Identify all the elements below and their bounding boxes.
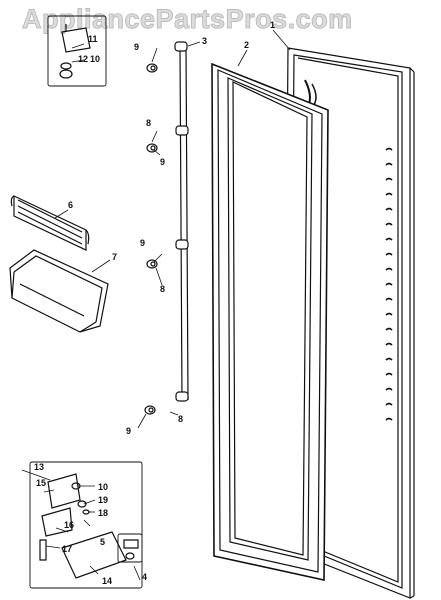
callout-8-upper: 8 [146, 118, 151, 128]
callout-7: 7 [112, 252, 117, 262]
hinge-bracket-small [118, 534, 142, 562]
callout-3: 3 [202, 36, 207, 46]
callout-8-lower: 8 [178, 414, 183, 424]
bottom-hinge-inset [30, 462, 142, 588]
callout-8-middle: 8 [160, 284, 165, 294]
leader-lines [22, 30, 290, 580]
callout-5: 5 [100, 537, 105, 547]
callout-10-top: 10 [90, 54, 100, 64]
callout-13: 13 [34, 462, 44, 472]
callout-12: 12 [78, 54, 88, 64]
handle-screws [145, 64, 157, 414]
callout-9-lower: 9 [126, 426, 131, 436]
handle-rod [175, 42, 188, 401]
callout-11: 11 [88, 34, 98, 44]
door-bin [10, 250, 108, 332]
callout-14: 14 [102, 576, 112, 586]
callout-9-top: 9 [134, 42, 139, 52]
callout-9-middle: 9 [140, 238, 145, 248]
callout-10-bottom: 10 [98, 482, 108, 492]
callout-9-upper: 9 [160, 157, 165, 167]
callout-17: 17 [62, 544, 72, 554]
callout-19: 19 [98, 495, 108, 505]
callout-16: 16 [64, 520, 74, 530]
callout-18: 18 [98, 508, 108, 518]
callout-1: 1 [270, 20, 275, 30]
callout-4: 4 [142, 572, 147, 582]
callout-2: 2 [244, 40, 249, 50]
callout-labels: 1 2 3 4 5 6 7 8 8 8 9 9 9 9 10 10 11 12 … [34, 20, 275, 586]
door-gasket [212, 64, 328, 580]
door-shelf-bar [11, 196, 88, 250]
callout-6: 6 [68, 200, 73, 210]
callout-15: 15 [36, 478, 46, 488]
top-hinge-inset [48, 16, 106, 86]
